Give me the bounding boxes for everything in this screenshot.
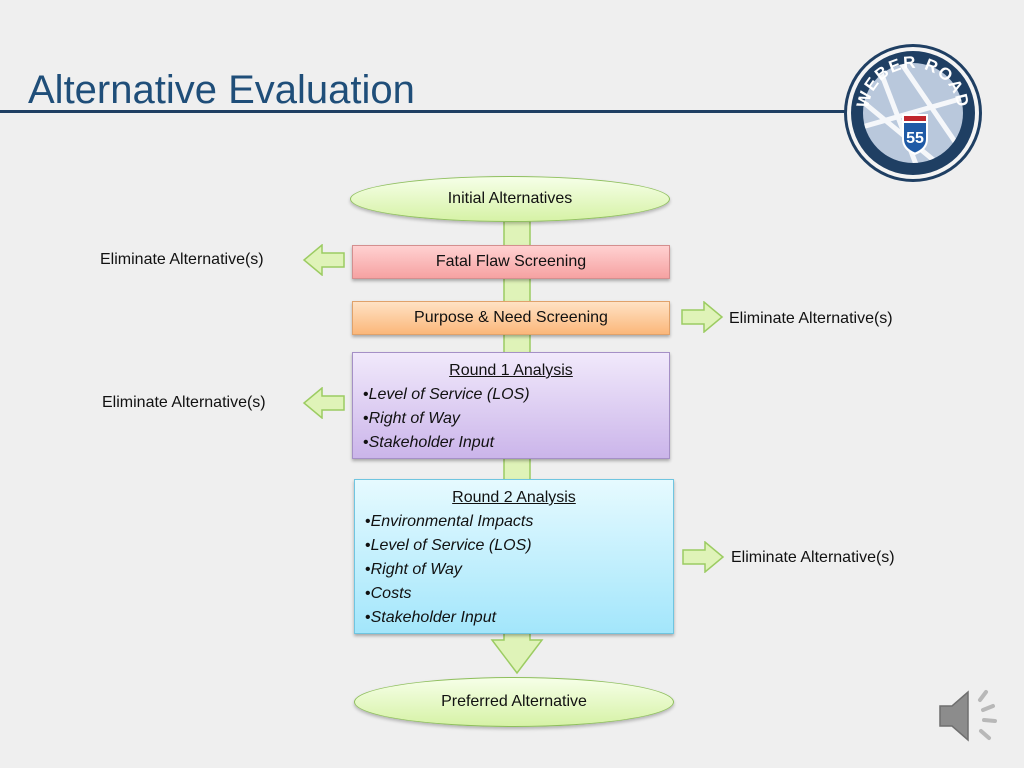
- eliminate-label-round-2: Eliminate Alternative(s): [731, 549, 895, 566]
- eliminate-label-purpose-need: Eliminate Alternative(s): [729, 310, 893, 327]
- right-arrow-icon: [681, 301, 724, 333]
- left-arrow-icon: [302, 387, 345, 419]
- preferred-alternative-node: Preferred Alternative: [354, 677, 674, 727]
- round-2-criterion: Costs: [365, 582, 663, 606]
- fatal-flaw-screening-box: Fatal Flaw Screening: [352, 245, 670, 279]
- round-2-criterion: Stakeholder Input: [365, 606, 663, 630]
- round-1-analysis-box: Round 1 Analysis Level of Service (LOS) …: [352, 352, 670, 459]
- round-2-analysis-box: Round 2 Analysis Environmental Impacts L…: [354, 479, 674, 634]
- round-2-criterion: Right of Way: [365, 558, 663, 582]
- round-2-criteria: Environmental Impacts Level of Service (…: [365, 510, 663, 630]
- round-2-heading: Round 2 Analysis: [452, 489, 576, 506]
- round-1-criteria: Level of Service (LOS) Right of Way Stak…: [363, 383, 659, 455]
- speaker-icon[interactable]: [936, 684, 1006, 748]
- slide-title: Alternative Evaluation: [28, 68, 415, 112]
- round-1-heading: Round 1 Analysis: [449, 362, 573, 379]
- eliminate-label-fatal-flaw: Eliminate Alternative(s): [100, 251, 264, 268]
- round-2-criterion: Level of Service (LOS): [365, 534, 663, 558]
- title-underline: [0, 110, 880, 113]
- round-1-criterion: Level of Service (LOS): [363, 383, 659, 407]
- logo-shield-number: 55: [906, 130, 924, 147]
- round-1-criterion: Right of Way: [363, 407, 659, 431]
- weber-road-logo: WEBER ROAD 55: [844, 44, 982, 182]
- eliminate-label-round-1: Eliminate Alternative(s): [102, 394, 266, 411]
- round-1-criterion: Stakeholder Input: [363, 431, 659, 455]
- purpose-need-screening-box: Purpose & Need Screening: [352, 301, 670, 335]
- round-2-criterion: Environmental Impacts: [365, 510, 663, 534]
- initial-alternatives-node: Initial Alternatives: [350, 176, 670, 222]
- right-arrow-icon: [682, 541, 725, 573]
- left-arrow-icon: [302, 244, 345, 276]
